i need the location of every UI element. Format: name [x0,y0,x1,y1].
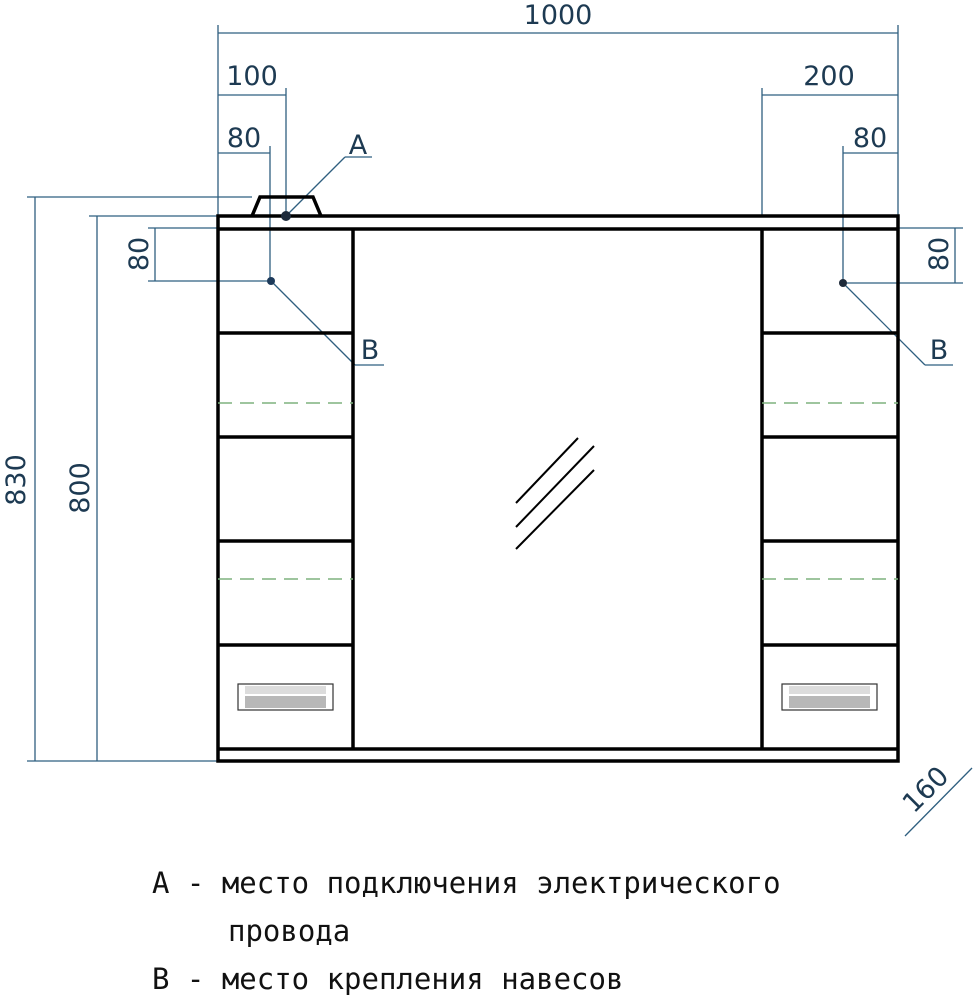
marker-b-left-label: B [361,335,380,366]
dim-right-b-drop: 80 [924,237,955,271]
dim-left-offset-a: 100 [226,61,278,92]
legend-line-b: B - место крепления навесов [152,962,624,996]
dim-body-height: 800 [65,462,96,514]
glass-shelves [218,402,898,580]
point-a-marker [281,211,291,221]
handle-right [781,683,878,711]
handle-left [237,683,334,711]
dim-depth: 160 [897,761,955,819]
mirror-hatch-icon [515,437,595,550]
dim-total-width: 1000 [524,0,593,31]
point-b-left-marker [267,277,275,285]
legend-line-a: A - место подключения электрического [152,866,781,900]
cabinet-outline [216,195,900,763]
dimension-lines [27,25,973,837]
marker-a-label: A [349,130,368,161]
dim-right-offset: 200 [803,61,855,92]
dim-right-offset-b: 80 [853,123,887,154]
legend-line-a-cont: провода [228,914,351,948]
marker-b-right-label: B [930,335,949,366]
dim-left-b-drop: 80 [124,237,155,271]
dim-left-offset-b: 80 [227,123,261,154]
dim-total-height: 830 [1,454,32,506]
point-b-right-marker [839,279,847,287]
